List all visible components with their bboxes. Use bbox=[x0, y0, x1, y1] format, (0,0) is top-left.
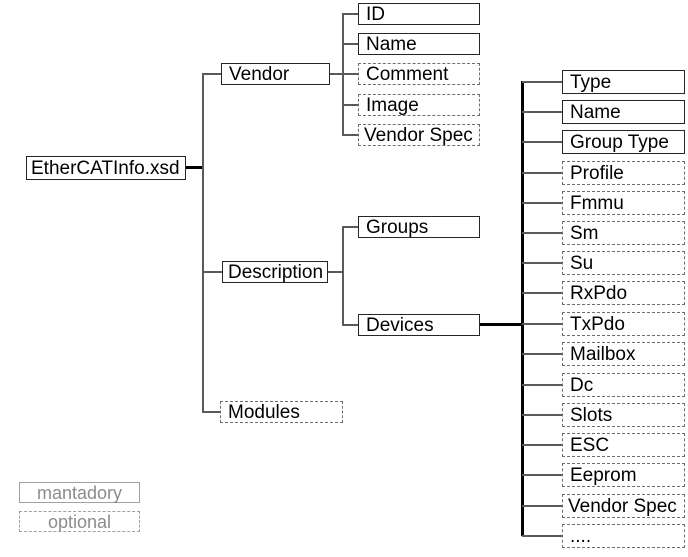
node-description: Description bbox=[222, 261, 328, 283]
connector-groups-stub bbox=[342, 226, 358, 228]
connector-id-stub bbox=[342, 13, 358, 15]
connector-trunk-vertical bbox=[202, 74, 204, 412]
node-devices: Devices bbox=[358, 314, 480, 336]
node-vendor-name: Name bbox=[358, 33, 480, 55]
connector-devices-bracket bbox=[480, 323, 522, 326]
node-vendor-image: Image bbox=[358, 94, 480, 116]
connector-description-stub bbox=[202, 271, 222, 273]
node-device-vendor-spec: Vendor Spec bbox=[562, 494, 685, 518]
node-device-name: Name bbox=[562, 100, 685, 124]
connector-txpdo-stub bbox=[522, 323, 562, 325]
connector-sm-stub bbox=[522, 232, 562, 234]
node-device-group-type: Group Type bbox=[562, 130, 685, 154]
node-vendor-comment: Comment bbox=[358, 63, 480, 85]
connector-description-bracket-vertical bbox=[342, 226, 344, 325]
connector-type-stub bbox=[522, 81, 562, 83]
node-vendor-id: ID bbox=[358, 3, 480, 25]
connector-vendor-spec-stub bbox=[342, 134, 358, 136]
node-device-mailbox: Mailbox bbox=[562, 342, 685, 366]
connector-description-bracket-stub bbox=[328, 271, 343, 273]
connector-etc-stub bbox=[522, 535, 562, 537]
node-device-etc: .... bbox=[562, 524, 685, 548]
connector-fmmu-stub bbox=[522, 202, 562, 204]
node-device-slots: Slots bbox=[562, 403, 685, 427]
node-device-type: Type bbox=[562, 70, 685, 94]
connector-vendor-stub bbox=[202, 73, 221, 75]
connector-device-bracket-vertical bbox=[521, 81, 524, 536]
connector-device-name-stub bbox=[522, 111, 562, 113]
connector-vendor-bracket-vertical bbox=[342, 13, 344, 136]
node-device-rxpdo: RxPdo bbox=[562, 281, 685, 305]
connector-dc-stub bbox=[522, 384, 562, 386]
node-device-su: Su bbox=[562, 251, 685, 275]
connector-eeprom-stub bbox=[522, 474, 562, 476]
node-groups: Groups bbox=[358, 216, 480, 238]
node-device-fmmu: Fmmu bbox=[562, 191, 685, 215]
node-device-txpdo: TxPdo bbox=[562, 312, 685, 336]
connector-group-type-stub bbox=[522, 141, 562, 143]
node-device-profile: Profile bbox=[562, 161, 685, 185]
connector-esc-stub bbox=[522, 444, 562, 446]
connector-rxpdo-stub bbox=[522, 292, 562, 294]
node-modules: Modules bbox=[220, 401, 343, 423]
connector-devices-stub bbox=[342, 324, 358, 326]
legend-optional: optional bbox=[19, 511, 140, 532]
connector-image-stub bbox=[342, 104, 358, 106]
node-device-esc: ESC bbox=[562, 433, 685, 457]
connector-root-trunk bbox=[186, 166, 203, 169]
connector-modules-stub bbox=[202, 411, 220, 413]
connector-mailbox-stub bbox=[522, 353, 562, 355]
legend-mandatory: mantadory bbox=[19, 482, 140, 503]
node-ethercatinfo-xsd: EtherCATInfo.xsd bbox=[26, 156, 186, 180]
connector-su-stub bbox=[522, 262, 562, 264]
node-device-sm: Sm bbox=[562, 221, 685, 245]
node-device-eeprom: Eeprom bbox=[562, 463, 685, 487]
connector-profile-stub bbox=[522, 172, 562, 174]
node-vendor: Vendor bbox=[221, 63, 330, 85]
node-vendor-vendor-spec: Vendor Spec bbox=[358, 124, 480, 146]
connector-name-stub bbox=[342, 43, 358, 45]
connector-slots-stub bbox=[522, 414, 562, 416]
connector-vendor-bracket-stub bbox=[330, 73, 343, 75]
node-device-dc: Dc bbox=[562, 373, 685, 397]
connector-device-vendor-spec-stub bbox=[522, 505, 562, 507]
connector-comment-stub bbox=[342, 73, 358, 75]
